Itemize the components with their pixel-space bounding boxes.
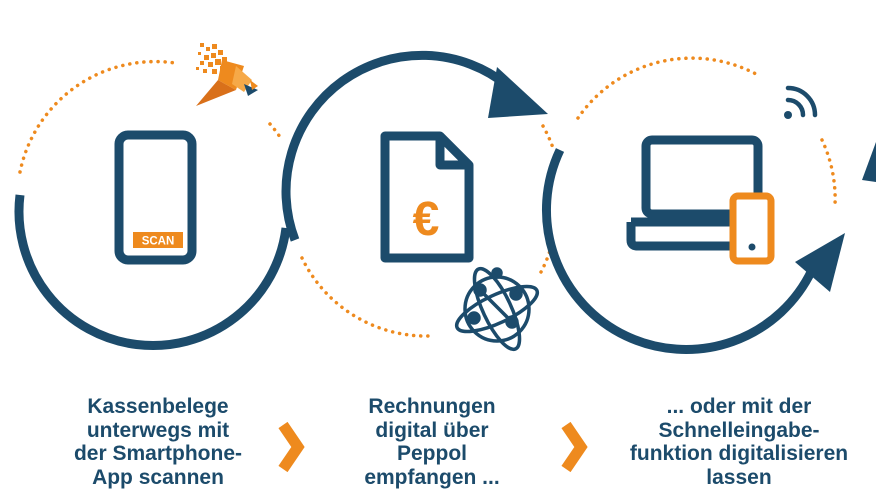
chevron-right-icon [561, 421, 588, 473]
caption-line: Peppol [396, 442, 467, 465]
flow-arrow-head-3 [862, 142, 876, 182]
caption-line: ... oder mit der [666, 395, 812, 418]
network-globe-icon [454, 266, 540, 352]
scan-badge-label: SCAN [142, 236, 175, 248]
dotted-arc-2b [539, 238, 555, 274]
dotted-arc-1 [18, 59, 177, 174]
caption-line: digital über [375, 418, 489, 442]
flow-arrow-head-2 [795, 233, 845, 292]
caption-line: App scannen [92, 465, 224, 489]
scan-badge [133, 232, 183, 248]
flow-arc-2 [281, 50, 511, 242]
smartphone-scan-icon: SCAN [114, 130, 197, 265]
caption-line: Schnelleingabe- [658, 418, 820, 442]
dotted-arc-3 [576, 56, 758, 120]
laptop-and-phone-icon [626, 135, 775, 265]
caption-line: der Smartphone- [73, 442, 243, 465]
flow-arrow-head-1 [488, 67, 548, 118]
euro-invoice-document-icon: € [380, 131, 474, 263]
dotted-arc-3b [820, 138, 837, 207]
step-2-caption: Rechnungen digital über Peppol empfangen… [332, 395, 532, 489]
wifi-signal-icon [784, 85, 818, 119]
caption-line: lassen [706, 465, 772, 489]
step-3-caption: ... oder mit der Schnelleingabe- funktio… [606, 395, 872, 489]
dotted-arc-1b [268, 122, 284, 142]
flow-arc-1 [14, 194, 291, 350]
dotted-arc-2c [541, 124, 555, 150]
bird-logo-icon [196, 43, 258, 106]
caption-line: unterwegs mit [86, 418, 230, 442]
caption-line: Kassenbelege [87, 395, 229, 418]
caption-line: funktion digitalisieren [629, 442, 849, 465]
flow-arc-3 [541, 148, 817, 355]
euro-sign: € [413, 193, 440, 246]
chevron-right-icon [278, 421, 305, 473]
dotted-arc-2 [300, 256, 432, 338]
caption-line: empfangen ... [364, 465, 500, 489]
step-1-caption: Kassenbelege unterwegs mit der Smartphon… [48, 395, 268, 489]
caption-line: Rechnungen [368, 395, 496, 418]
